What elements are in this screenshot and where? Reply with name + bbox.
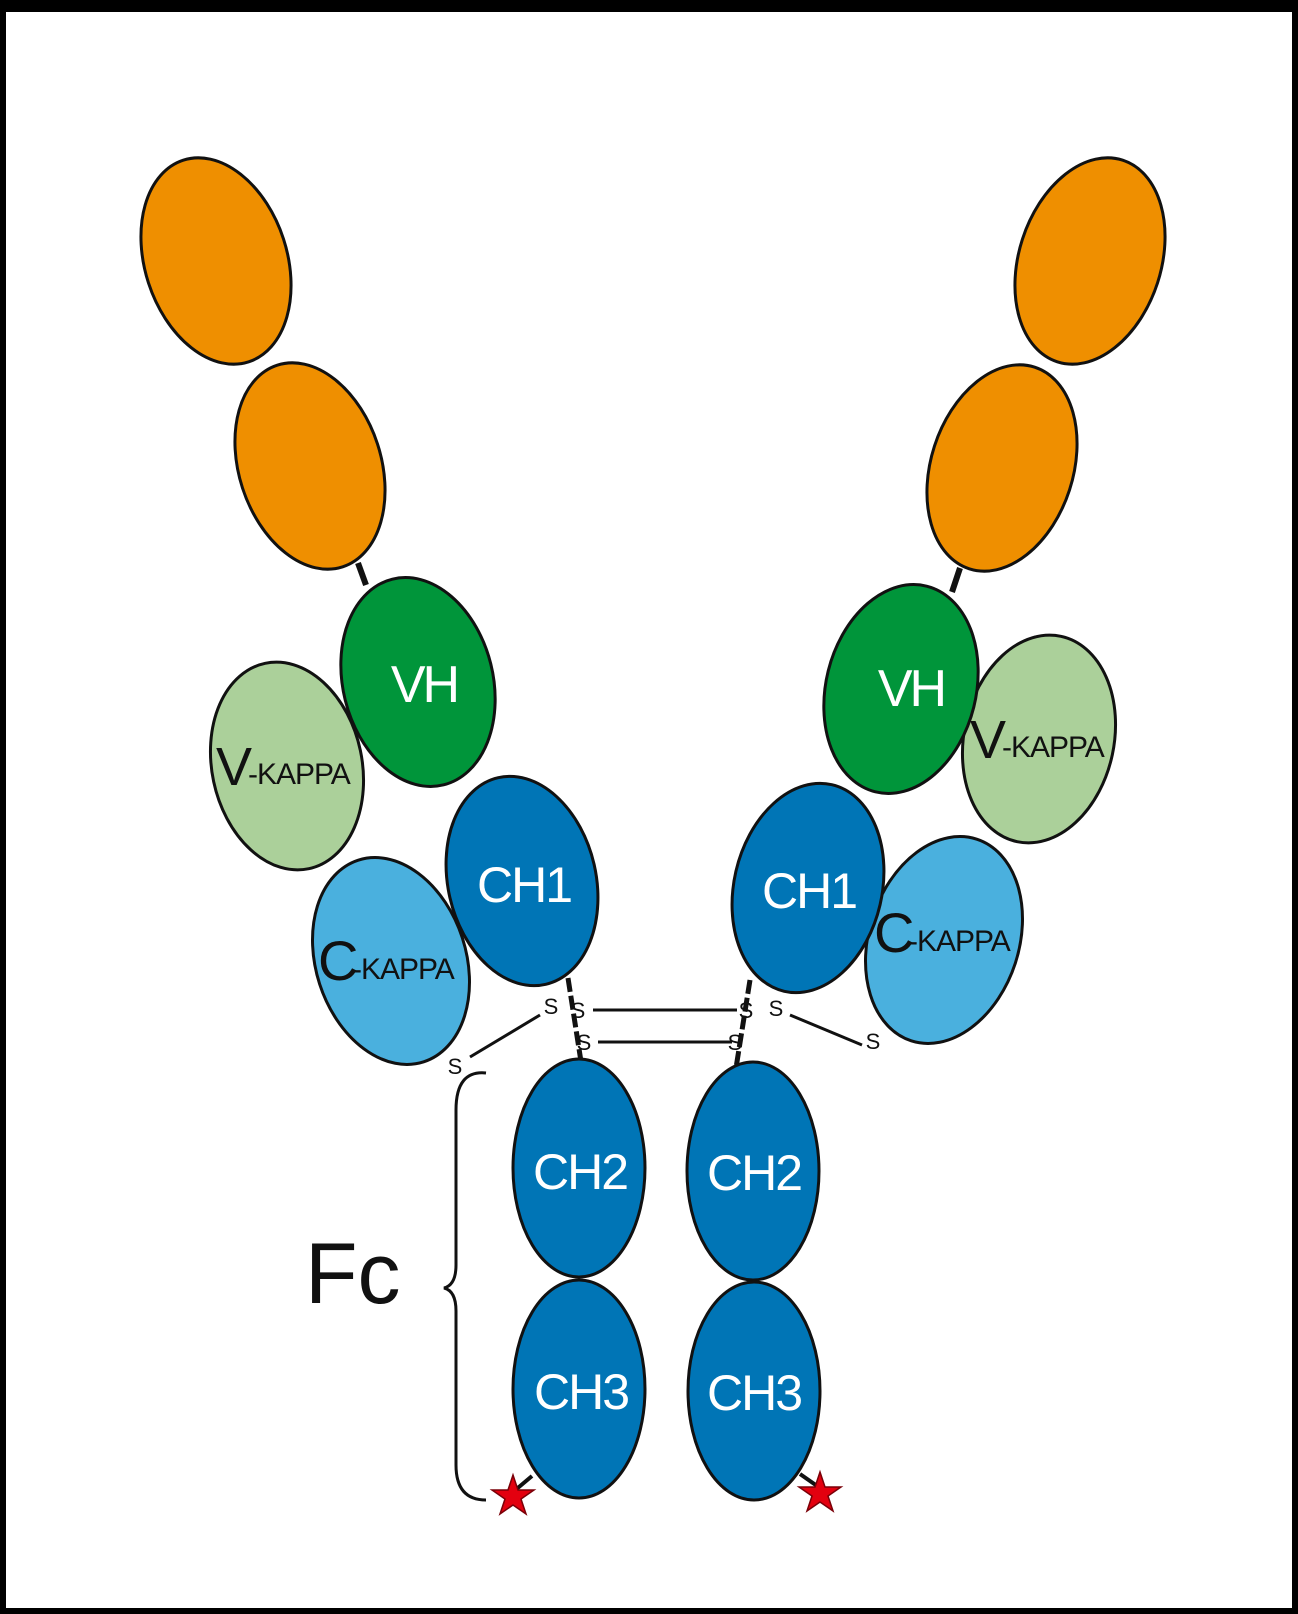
sulfur-label: S: [739, 998, 754, 1023]
vkappa-domain-left: [208, 660, 366, 872]
hinge-right: [733, 979, 753, 1069]
fc-label: Fc: [305, 1226, 401, 1322]
vkappa-letter-right: V: [970, 710, 1006, 770]
hinge-left: [565, 977, 585, 1069]
ch3-domain-left: [511, 1278, 647, 1500]
ch1-label-left: CH1: [477, 857, 571, 913]
disulfide-bond-right-light: [789, 1013, 863, 1047]
ch1-domain-right: [730, 781, 886, 995]
linker-right-top: [949, 567, 963, 593]
ckappa-suffix-right: -KAPPA: [908, 925, 1011, 958]
ch2-label-left: CH2: [533, 1144, 627, 1200]
sulfur-label: S: [577, 1030, 592, 1055]
ch3-domain-right: [686, 1280, 822, 1502]
vkappa-letter-left: V: [216, 737, 252, 797]
ch2-label-right: CH2: [707, 1145, 801, 1201]
orange-domain-left-top: [139, 156, 293, 366]
vh-label-left: VH: [391, 656, 457, 714]
ch2-domain-left: [511, 1057, 647, 1279]
linker-left-top: [355, 561, 369, 587]
sulfur-label: S: [769, 996, 784, 1021]
vh-domain-right: [822, 583, 980, 795]
sulfur-label: S: [866, 1029, 881, 1054]
ch1-domain-left: [444, 774, 600, 988]
red-star-right: [796, 1469, 844, 1513]
ch3-label-right: CH3: [707, 1365, 801, 1421]
red-star-left: [489, 1472, 537, 1516]
sulfur-label: S: [728, 1030, 743, 1055]
sulfur-label: S: [544, 994, 559, 1019]
ckappa-domain-left: [311, 856, 471, 1066]
vkappa-suffix-left: -KAPPA: [248, 758, 351, 791]
sulfur-label: S: [571, 998, 586, 1023]
ckappa-letter-left: C: [318, 929, 358, 992]
orange-domain-right-bottom: [925, 363, 1079, 573]
vkappa-suffix-right: -KAPPA: [1002, 731, 1105, 764]
ckappa-suffix-left: -KAPPA: [352, 953, 455, 986]
vh-domain-left: [339, 576, 497, 788]
vh-label-right: VH: [878, 660, 944, 718]
ch2-domain-right: [685, 1060, 821, 1282]
fc-brace: [443, 1071, 487, 1502]
sulfur-label: S: [448, 1054, 463, 1079]
ch3-label-left: CH3: [534, 1364, 628, 1420]
ckappa-letter-right: C: [874, 901, 914, 964]
orange-domain-left-bottom: [233, 361, 387, 571]
disulfide-bond-left-light: [469, 1013, 541, 1059]
ch1-label-right: CH1: [762, 863, 856, 919]
orange-domain-right-top: [1013, 156, 1167, 366]
